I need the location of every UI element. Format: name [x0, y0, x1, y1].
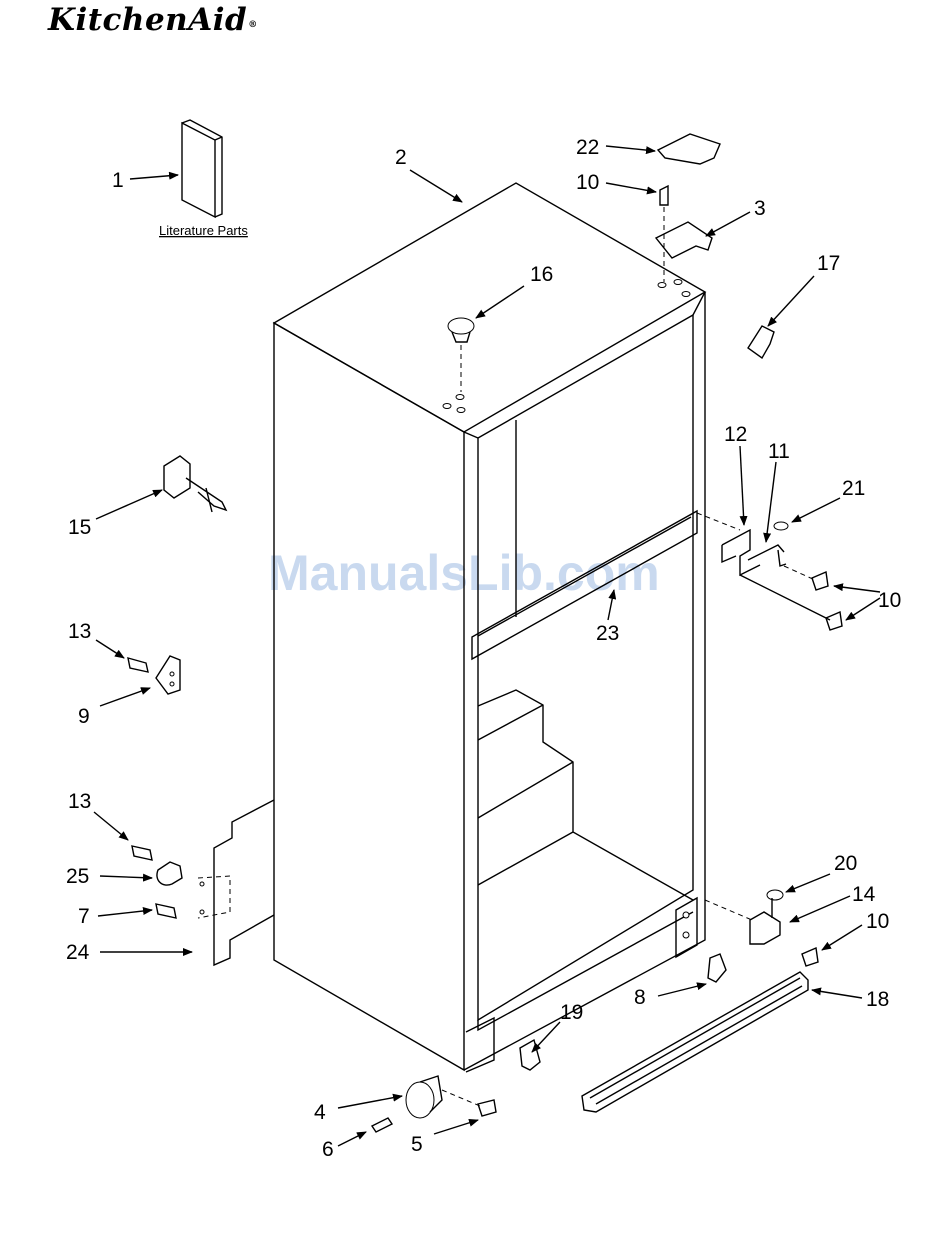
part-toe-grille [582, 972, 808, 1112]
part-top-hinge [656, 186, 712, 282]
part-plug [448, 318, 474, 392]
leader-lines [94, 146, 880, 1146]
callout-14: 14 [852, 883, 876, 906]
callout-6: 6 [322, 1138, 334, 1161]
callout-11: 11 [768, 440, 790, 463]
callout-24: 24 [66, 941, 90, 964]
part-upper-clip [128, 656, 180, 694]
callout-1: 1 [112, 169, 124, 192]
callout-8: 8 [634, 986, 646, 1009]
callout-10-middle: 10 [878, 589, 901, 612]
part-middle-hinge [697, 513, 842, 630]
callout-19: 19 [560, 1001, 583, 1024]
callout-9: 9 [78, 705, 90, 728]
part-clip-19 [520, 1040, 540, 1070]
callout-4: 4 [314, 1101, 326, 1124]
callout-13-lower: 13 [68, 790, 91, 813]
part-top-cap [658, 134, 720, 164]
callout-13-upper: 13 [68, 620, 91, 643]
callout-18: 18 [866, 988, 889, 1011]
cabinet [214, 183, 705, 1072]
part-clip-8 [708, 954, 726, 982]
callout-10-top: 10 [576, 171, 599, 194]
callout-25: 25 [66, 865, 89, 888]
part-roller [372, 1076, 496, 1132]
part-lower-hinge [705, 890, 818, 966]
callout-labels: 1 2 22 10 3 16 17 15 12 11 21 10 23 13 9… [66, 136, 901, 1161]
callout-5: 5 [411, 1133, 423, 1156]
callout-17: 17 [817, 252, 840, 275]
callout-22: 22 [576, 136, 599, 159]
callout-21: 21 [842, 477, 865, 500]
callout-3: 3 [754, 197, 766, 220]
callout-20: 20 [834, 852, 857, 875]
callout-16: 16 [530, 263, 553, 286]
callout-10-lower: 10 [866, 910, 889, 933]
part-hinge-cover [748, 326, 774, 358]
callout-15: 15 [68, 516, 91, 539]
callout-7: 7 [78, 905, 90, 928]
callout-2: 2 [395, 146, 407, 169]
callout-12: 12 [724, 423, 747, 446]
callout-23: 23 [596, 622, 619, 645]
part-literature-booklet [182, 120, 222, 217]
part-mount [164, 456, 226, 512]
part-lower-left-fasteners [132, 846, 230, 918]
literature-parts-label: Literature Parts [159, 223, 248, 238]
